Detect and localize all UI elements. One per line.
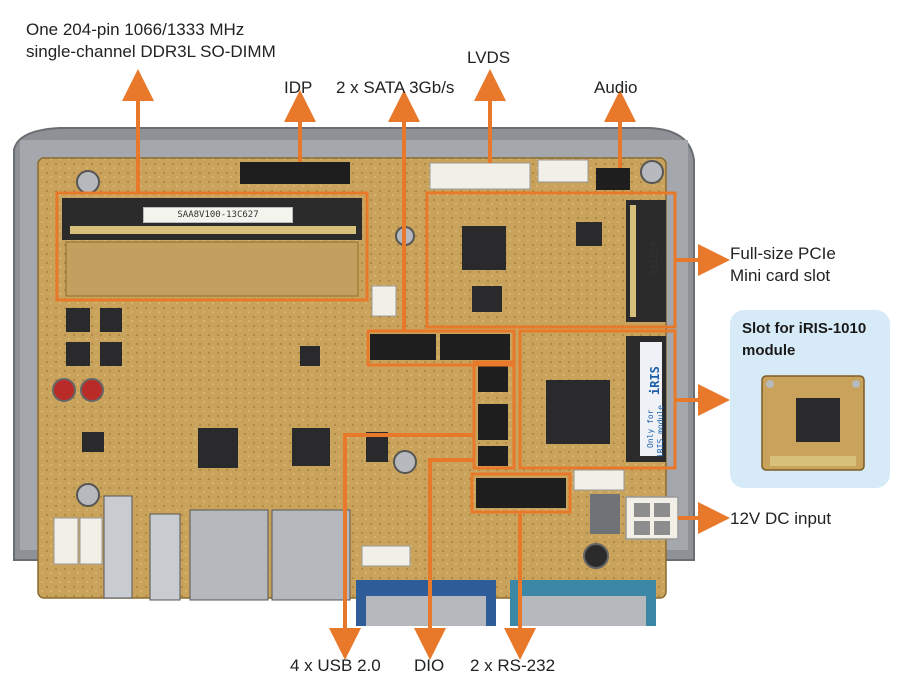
highlight-dio <box>472 360 516 470</box>
label-dc-input: 12V DC input <box>730 509 832 528</box>
arrow-dio <box>414 458 474 660</box>
pcie-minicard-slot <box>626 200 666 322</box>
label-sata: 2 x SATA 3Gb/s <box>336 78 455 97</box>
highlight-sata <box>366 329 516 367</box>
label-usb: 4 x USB 2.0 <box>290 656 381 675</box>
usb-ports <box>53 495 181 601</box>
dc-power-connector <box>590 494 679 540</box>
sata-connectors <box>370 334 510 360</box>
mounting-screws <box>76 160 664 507</box>
capacitors <box>52 378 609 569</box>
highlight-sodimm <box>55 191 369 302</box>
label-sodimm-line2: single-channel DDR3L SO-DIMM <box>26 42 276 61</box>
sodimm-slot <box>62 198 362 297</box>
white-connector <box>371 285 397 317</box>
label-pcie-line1: Full-size PCIe <box>730 244 836 263</box>
sodimm-sticker: SAA8V100-13C627 <box>143 207 293 223</box>
arrows <box>122 69 730 660</box>
label-sodimm-line1: One 204-pin 1066/1333 MHz <box>26 20 245 39</box>
rs232-headers <box>476 478 566 508</box>
label-pcie-line2: Mini card slot <box>730 266 831 285</box>
white-connector <box>361 545 411 567</box>
dio-headers <box>478 366 508 466</box>
arrow-usb <box>329 433 474 660</box>
label-dio: DIO <box>414 656 445 675</box>
label-iris-line2: module <box>742 342 796 359</box>
idp-header <box>240 162 350 184</box>
iris-slot <box>626 336 666 462</box>
white-connector <box>573 469 625 491</box>
white-connector <box>537 159 589 183</box>
iris-logo-text: iRIS <box>648 366 662 395</box>
label-lvds: LVDS <box>467 48 511 67</box>
audio-header <box>596 168 630 190</box>
label-iris-line1: Slot for iRIS-1010 <box>742 320 867 337</box>
slot-number: 131239 <box>650 242 660 275</box>
only-for-text-1: Only for <box>646 409 655 448</box>
chips <box>66 222 610 468</box>
iris-module-photo <box>761 375 865 471</box>
lvds-connector <box>429 162 531 190</box>
serial-ports <box>356 580 656 626</box>
label-rs232: 2 x RS-232 <box>470 656 556 675</box>
lan-ports <box>189 509 351 601</box>
label-idp: IDP <box>284 78 313 97</box>
only-for-text-2: iRIS module <box>656 405 665 458</box>
label-audio: Audio <box>594 78 638 97</box>
